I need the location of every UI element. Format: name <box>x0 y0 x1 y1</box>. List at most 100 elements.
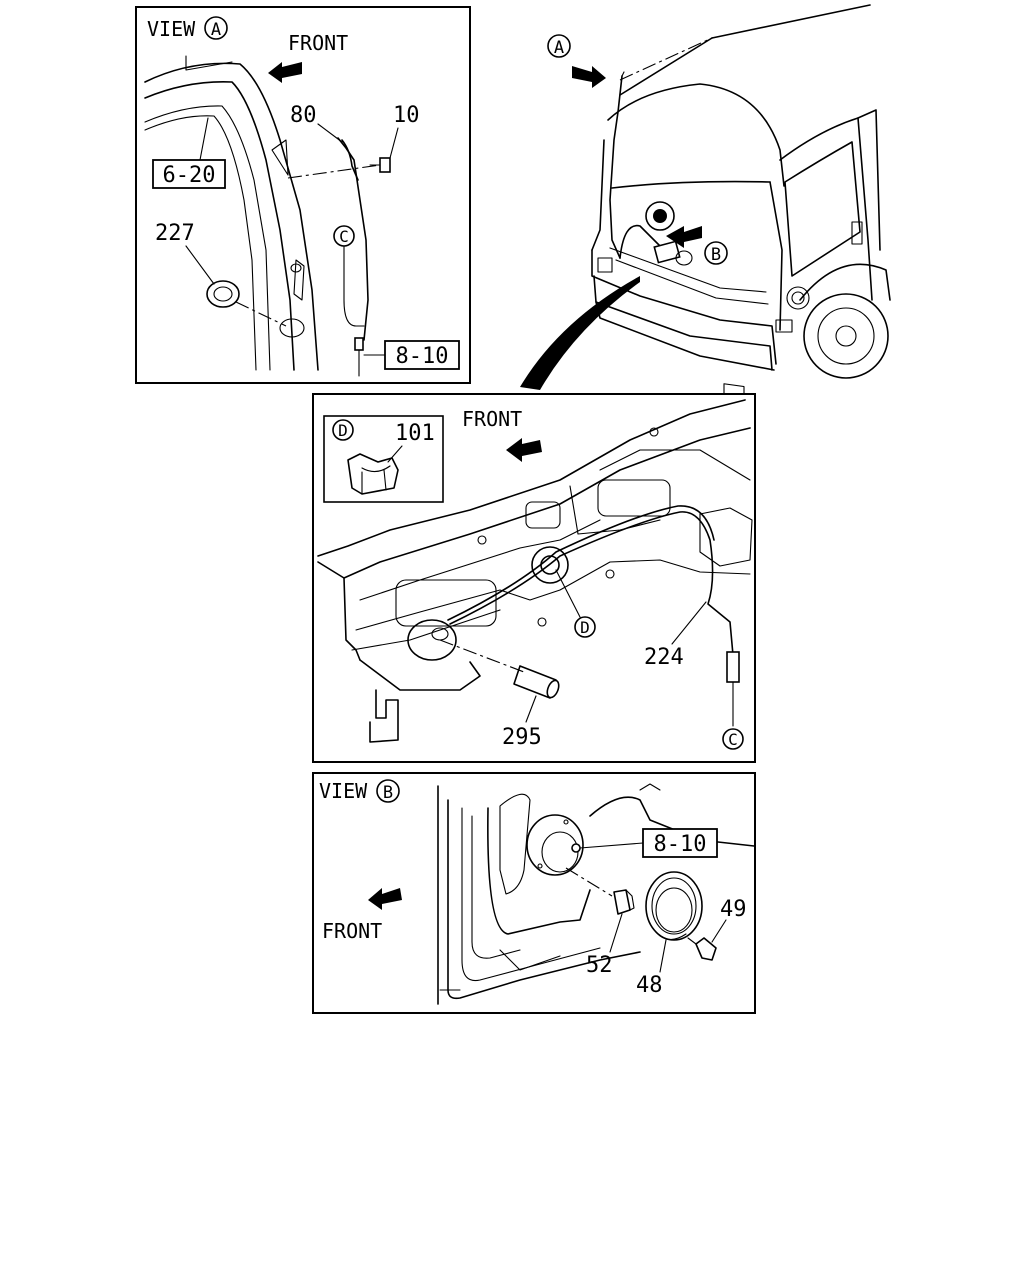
truck-windshield-bottom <box>611 180 771 189</box>
view-b-letter-circle: B <box>376 779 400 803</box>
truck-side-marker <box>786 286 810 310</box>
truck-circle-b: B <box>704 241 728 265</box>
view-b-letter: B <box>383 783 393 803</box>
detail-panel-left <box>317 561 361 661</box>
view-b-front-arrow-icon <box>368 888 402 910</box>
detail-hole-2 <box>649 427 659 437</box>
detail-cowl-top <box>317 399 746 557</box>
view-a-cable-loop <box>343 245 365 327</box>
detail-rib-3 <box>351 609 501 651</box>
detail-right-bracket <box>699 507 753 567</box>
detail-rib-1 <box>359 519 601 601</box>
truck-wheel-hub <box>835 325 857 347</box>
truck-cab-left-edge <box>591 139 605 251</box>
detail-leader-295 <box>525 695 537 723</box>
view-b-screw-49 <box>687 937 717 961</box>
view-a-letter: A <box>211 20 221 40</box>
truck-bumper-outline <box>593 275 773 371</box>
truck-antenna-cable <box>609 75 623 259</box>
detail-circle-d: D <box>574 616 596 638</box>
truck-grille-line <box>609 247 767 293</box>
view-a-pillar-inner <box>144 81 295 371</box>
view-a-slot <box>293 259 305 301</box>
truck-door-handle <box>851 221 863 245</box>
view-b-hole-b <box>537 863 543 869</box>
view-a-circle-c-letter: C <box>339 227 349 246</box>
truck-windshield-top <box>607 83 785 187</box>
truck-door-window <box>784 141 861 277</box>
view-a-frame <box>135 6 471 384</box>
detail-hole-1 <box>477 535 487 545</box>
detail-cable-connector <box>726 651 740 683</box>
truck-a-pillar <box>769 181 783 331</box>
view-a-label: VIEW <box>147 17 196 41</box>
truck-grille-line2 <box>615 259 769 305</box>
view-b-speaker-48 <box>645 871 703 941</box>
truck-side-marker-inner <box>791 291 805 305</box>
truck-circle-a: A <box>547 34 571 58</box>
truck-roof-dash <box>619 37 713 81</box>
detail-callout-295: 295 <box>502 725 542 750</box>
detail-inset-circle-d: D <box>332 419 354 441</box>
view-a-roof-edge <box>185 55 233 71</box>
truck-marker-light <box>597 257 613 273</box>
view-b-upper-panel <box>589 796 755 847</box>
detail-lower-flange <box>359 659 481 691</box>
view-b-panel-rib <box>461 807 601 982</box>
detail-opening-2 <box>395 579 497 627</box>
view-a-circle-c: C <box>333 225 355 247</box>
truck-arrow-a-icon <box>572 66 606 88</box>
view-b-top-tab <box>639 783 661 791</box>
detail-front-arrow-icon <box>506 438 542 462</box>
view-a-connector <box>354 337 364 351</box>
detail-leader-d <box>555 569 581 618</box>
truck-speaker-grommet <box>645 201 675 231</box>
view-b-leader-52 <box>609 913 623 953</box>
detail-antenna-cable-224-b <box>447 505 715 621</box>
view-b-leader-8-10 <box>579 842 644 849</box>
view-b-callout-48: 48 <box>636 973 663 998</box>
view-b-front-label: FRONT <box>322 919 382 943</box>
detail-circle-c-letter: C <box>728 730 738 749</box>
view-a-grommet-leader <box>235 301 287 327</box>
view-b-recess-inner <box>499 793 531 895</box>
view-a-leader-227 <box>185 245 215 285</box>
detail-cable-loop <box>407 619 457 661</box>
detail-panel: D 101 FRONT <box>312 393 756 763</box>
detail-antenna-cable-224 <box>449 511 735 667</box>
detail-clip-101 <box>347 453 399 495</box>
truck-arrow-b-icon <box>666 226 702 248</box>
detail-inset-leader <box>387 445 403 463</box>
view-a-antenna-cable <box>337 137 369 341</box>
truck-roof-front <box>619 37 713 96</box>
view-a-ref-8-10-box <box>384 340 460 370</box>
detail-front-label: FRONT <box>462 407 522 431</box>
view-b-panel-rib2 <box>471 815 521 959</box>
view-a-hole-small <box>290 263 302 273</box>
detail-pipe-295 <box>513 665 560 699</box>
view-a-pillar-edge2 <box>144 115 257 371</box>
truck-door-rear-edge <box>857 109 881 251</box>
truck-side-lamp <box>775 319 793 333</box>
view-a-grommet-hole <box>279 318 305 338</box>
detail-cowl-lower <box>343 427 751 579</box>
view-a-ref-8-10: 8-10 <box>396 344 449 369</box>
truck-wheel-arch <box>799 263 891 301</box>
view-a-ref-6-20: 6-20 <box>163 163 216 188</box>
view-b-nut-8-10 <box>571 843 581 853</box>
view-b-panel-inner <box>447 799 641 1000</box>
view-a-bolt-leader <box>287 164 381 179</box>
truck-cable-run <box>619 224 661 259</box>
truck-radio-unit <box>653 240 681 264</box>
view-b-speaker-hole <box>526 814 584 876</box>
detail-opening-3 <box>525 501 561 529</box>
truck-arrow-a-letter: A <box>554 38 564 58</box>
view-a-letter-circle: A <box>204 16 228 40</box>
view-a-pillar-outer <box>144 62 319 371</box>
view-a-grommet-inner <box>213 286 233 302</box>
detail-hole-3 <box>605 569 615 579</box>
view-b-ref-8-10-box <box>642 828 718 858</box>
view-b-hole-a <box>563 819 569 825</box>
view-a-ref-6-20-box <box>152 159 226 189</box>
